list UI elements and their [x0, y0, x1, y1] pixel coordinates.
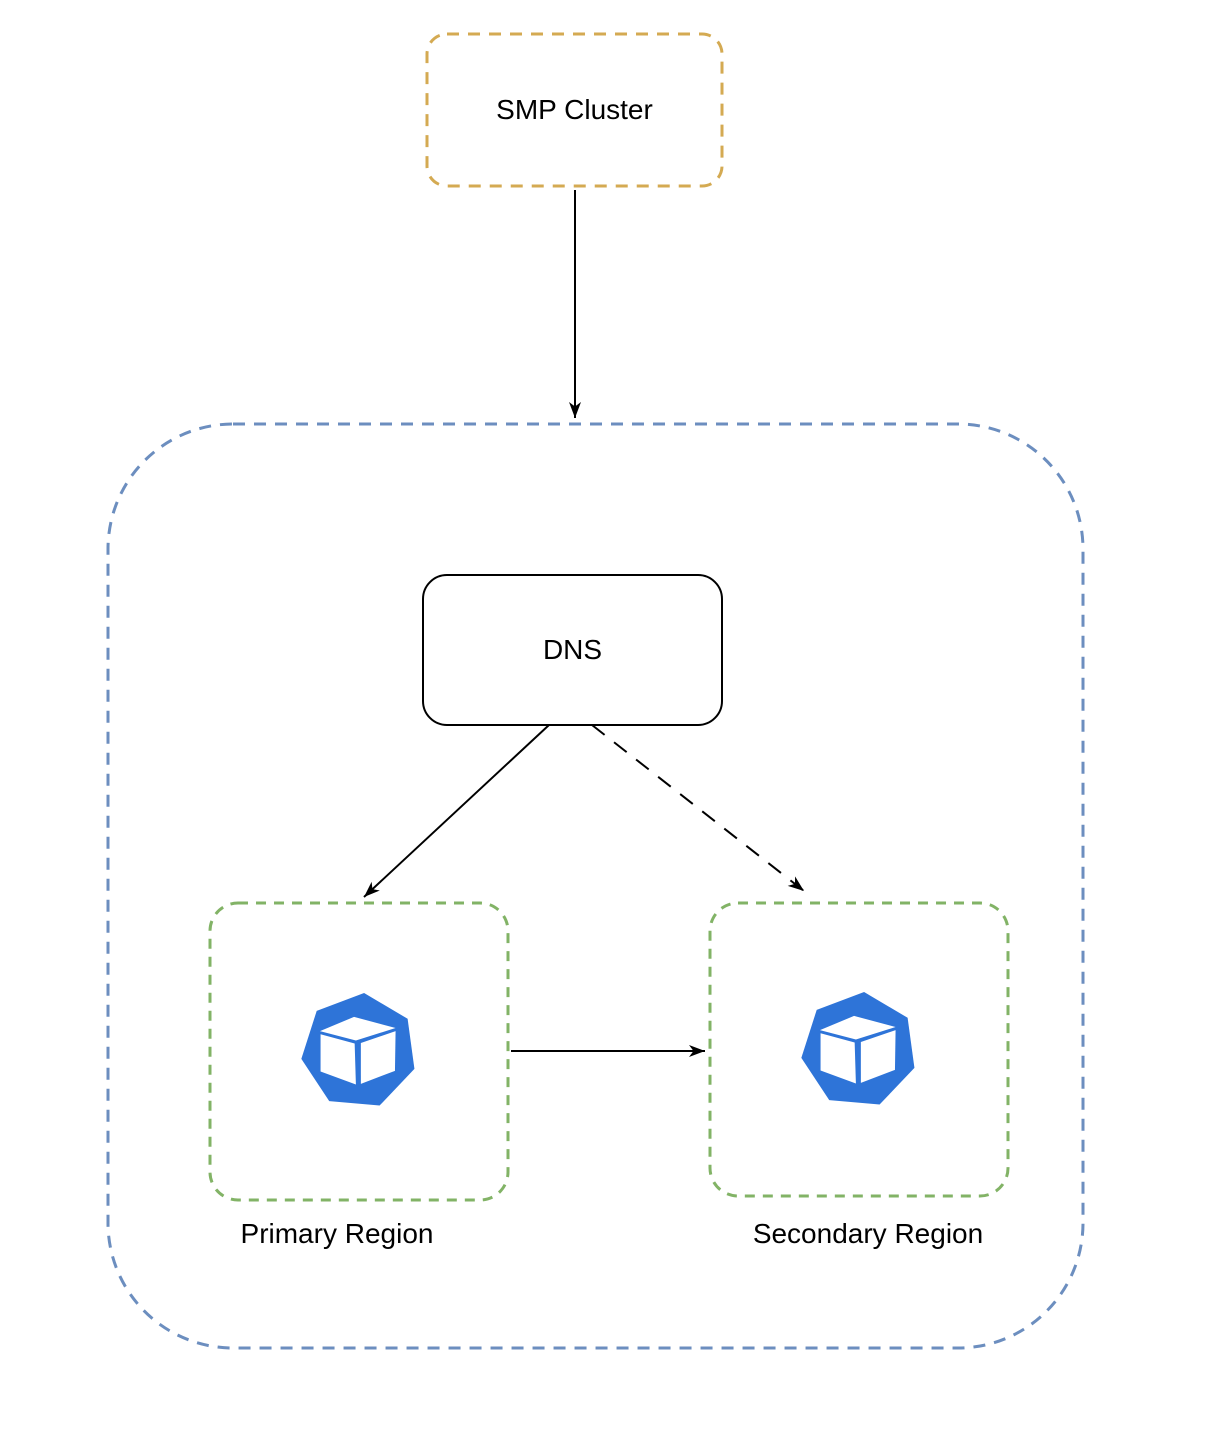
arrow-dns-to-secondary	[591, 724, 805, 892]
cube-right-face	[860, 1030, 896, 1083]
smp-cluster-label: SMP Cluster	[496, 94, 653, 126]
arrow-dns-to-primary	[363, 724, 550, 898]
primary-region-box	[208, 901, 510, 1202]
smp-cluster-box	[425, 32, 724, 188]
cube-left-face	[820, 1033, 856, 1084]
heptagon-shape	[801, 991, 915, 1105]
cube-right-face	[360, 1031, 396, 1084]
primary-region-label: Primary Region	[240, 1218, 434, 1250]
cube-top-face	[819, 1015, 896, 1040]
network-boundary-box	[106, 422, 1085, 1350]
heptagon-shape	[301, 992, 415, 1106]
kubernetes-pod-icon	[801, 991, 915, 1105]
secondary-region-box	[708, 901, 1010, 1198]
dns-box	[422, 574, 723, 726]
cube-top-face	[319, 1016, 396, 1041]
secondary-region-label: Secondary Region	[752, 1218, 984, 1250]
dns-label: DNS	[542, 634, 603, 666]
cube-left-face	[320, 1034, 356, 1085]
kubernetes-pod-icon	[301, 992, 415, 1106]
